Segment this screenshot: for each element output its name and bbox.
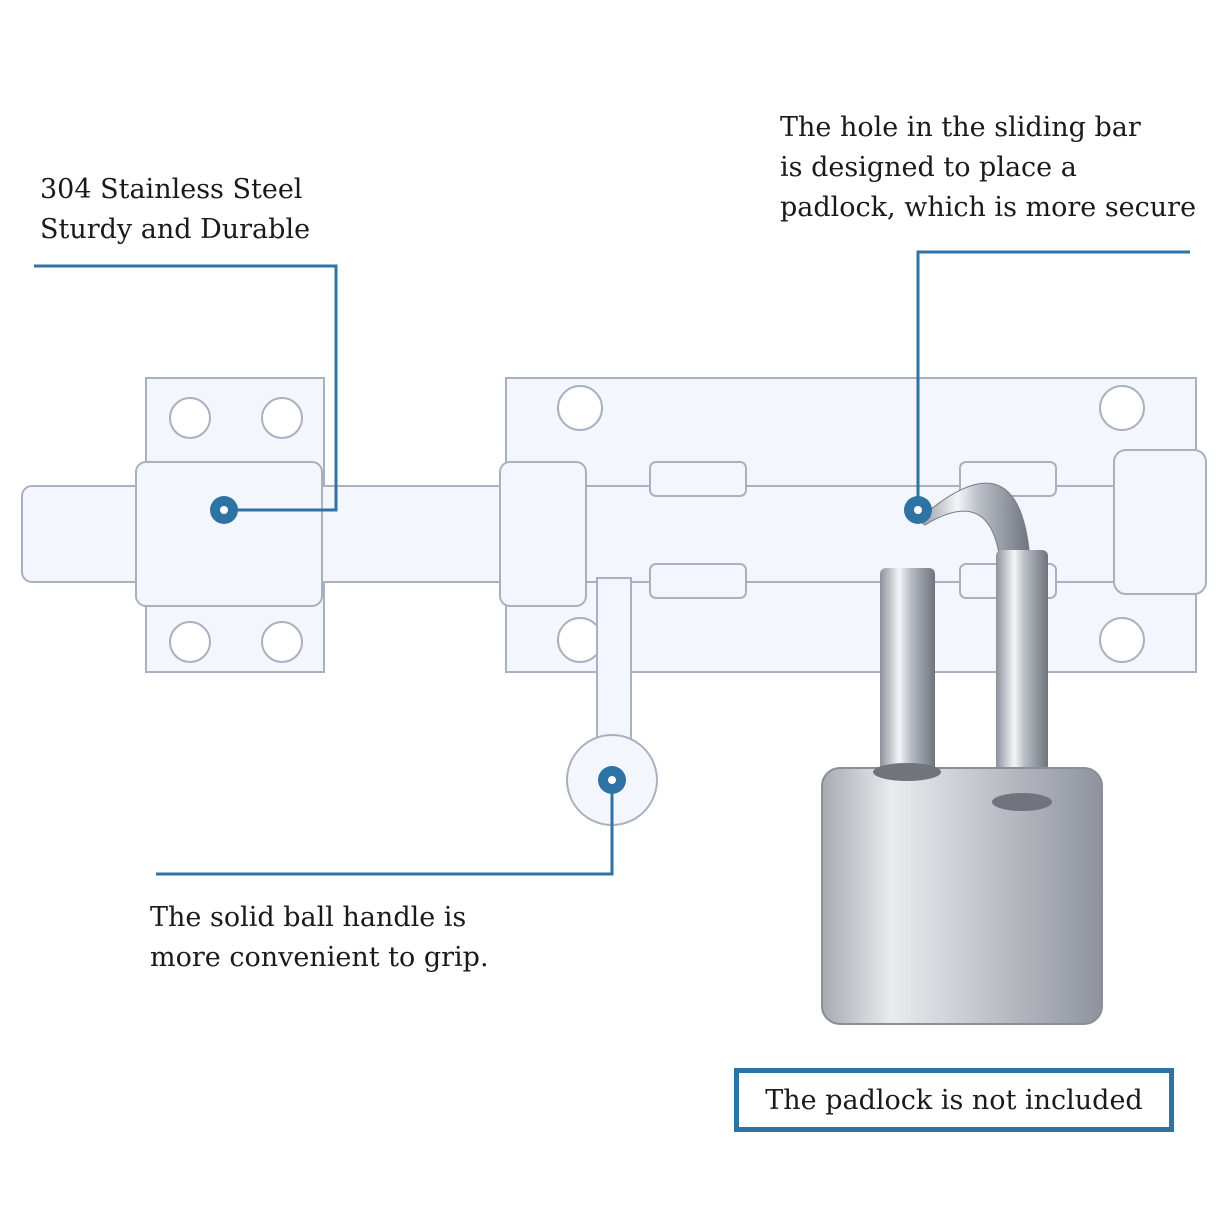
- material-callout-line1: 304 Stainless Steel: [40, 174, 303, 205]
- material-callout-line2: Sturdy and Durable: [40, 214, 311, 245]
- padlock-shackle-left: [880, 568, 935, 788]
- ball-handle-callout-line2: more convenient to grip.: [150, 942, 489, 973]
- padlock-hole-callout-line2: is designed to place a: [780, 152, 1077, 183]
- padlock-body: [821, 763, 1103, 1025]
- padlock-shackle-right: [996, 550, 1048, 810]
- callout-dot-icon: [904, 496, 932, 524]
- ball-handle-callout-line1: The solid ball handle is: [150, 902, 467, 933]
- padlock-hole-callout: The hole in the sliding bar is designed …: [780, 108, 1196, 228]
- padlock-not-included-note: The padlock is not included: [734, 1068, 1174, 1132]
- material-callout: 304 Stainless Steel Sturdy and Durable: [40, 170, 310, 250]
- padlock-hole-callout-line1: The hole in the sliding bar: [780, 112, 1141, 143]
- callout-dot-icon: [598, 766, 626, 794]
- padlock-hole-callout-line3: padlock, which is more secure: [780, 192, 1197, 223]
- ball-handle-callout: The solid ball handle is more convenient…: [150, 898, 489, 978]
- callout-lines: [34, 250, 1190, 876]
- callout-dot-icon: [210, 496, 238, 524]
- note-text: The padlock is not included: [765, 1084, 1143, 1116]
